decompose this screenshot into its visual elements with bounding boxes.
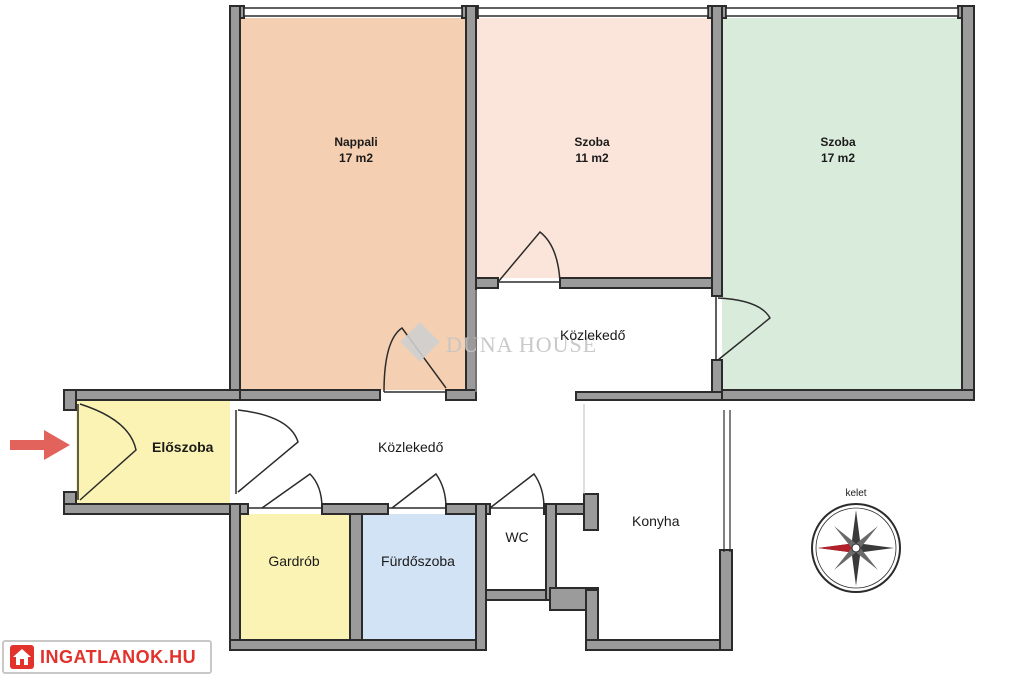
doors	[77, 230, 771, 509]
szoba2-fill	[722, 18, 962, 392]
door-gardrob	[248, 473, 323, 509]
szoba1-name: Szoba	[574, 135, 610, 149]
furdoszoba-label: Fürdőszoba	[381, 553, 455, 569]
door-entrance	[77, 403, 137, 501]
konyha-label: Konyha	[632, 513, 680, 529]
walls	[63, 5, 975, 651]
badge-text: INGATLANOK.HU	[40, 646, 197, 667]
kozlekedo-upper-label: Közlekedő	[560, 327, 626, 343]
gardrob-fill	[240, 514, 350, 640]
wc-label: WC	[505, 529, 528, 545]
kozlekedo-lower-label: Közlekedő	[378, 439, 444, 455]
door-szoba1	[497, 230, 561, 283]
furdoszoba-fill	[362, 514, 476, 640]
door-wc	[489, 472, 545, 509]
szoba2-area: 17 m2	[821, 151, 855, 165]
entrance-arrow-icon	[10, 430, 70, 460]
door-eloszoba	[235, 409, 299, 494]
door-nappali	[383, 326, 447, 393]
compass-label: kelet	[845, 488, 866, 499]
door-szoba2	[715, 296, 771, 361]
door-furdoszoba	[388, 472, 447, 509]
szoba1-area: 11 m2	[575, 151, 609, 165]
nappali-name: Nappali	[334, 135, 377, 149]
gardrob-label: Gardrób	[268, 553, 320, 569]
nappali-fill	[238, 18, 466, 390]
watermark-text: DUNA HOUSE	[446, 332, 597, 357]
eloszoba-fill	[76, 400, 230, 504]
nappali-area: 17 m2	[339, 151, 373, 165]
ingatlanok-badge[interactable]: INGATLANOK.HU	[2, 640, 212, 674]
compass-icon	[811, 503, 901, 593]
szoba2-name: Szoba	[820, 135, 856, 149]
windows	[243, 7, 959, 552]
szoba1-fill	[476, 18, 712, 278]
home-icon	[10, 645, 34, 669]
eloszoba-label: Előszoba	[152, 439, 214, 455]
